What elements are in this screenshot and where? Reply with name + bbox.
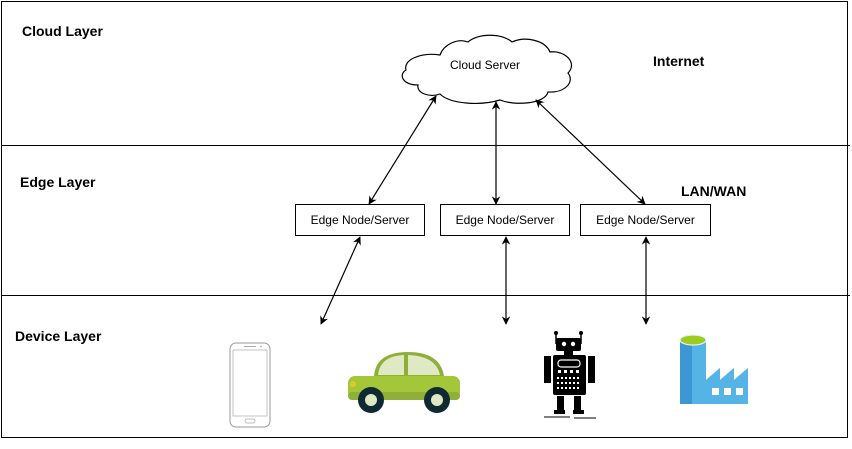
edge-node-label: Edge Node/Server — [310, 213, 410, 227]
edge-node-3[interactable]: Edge Node/Server — [580, 204, 711, 236]
lan-wan-label: LAN/WAN — [681, 183, 747, 199]
edge-device-divider — [1, 295, 850, 296]
arrow-cloud-edge-1 — [368, 95, 437, 205]
edge-node-label: Edge Node/Server — [455, 213, 555, 227]
cloud-icon — [401, 34, 573, 104]
arrow-cloud-edge-3 — [535, 99, 646, 205]
smartphone-icon — [229, 342, 271, 428]
internet-label: Internet — [653, 53, 705, 69]
edge-node-2[interactable]: Edge Node/Server — [440, 204, 570, 236]
factory-icon — [679, 334, 748, 404]
car-icon — [348, 352, 460, 413]
edge-node-1[interactable]: Edge Node/Server — [295, 204, 425, 236]
robot-icon — [544, 331, 596, 419]
cloud-server-label: Cloud Server — [449, 58, 521, 72]
device-layer-label: Device Layer — [15, 328, 102, 344]
arrow-edge-device-1 — [320, 236, 361, 325]
edge-node-label: Edge Node/Server — [596, 213, 695, 227]
cloud-layer-label: Cloud Layer — [22, 23, 103, 39]
edge-layer-label: Edge Layer — [20, 174, 96, 190]
diagram-frame — [1, 1, 848, 438]
